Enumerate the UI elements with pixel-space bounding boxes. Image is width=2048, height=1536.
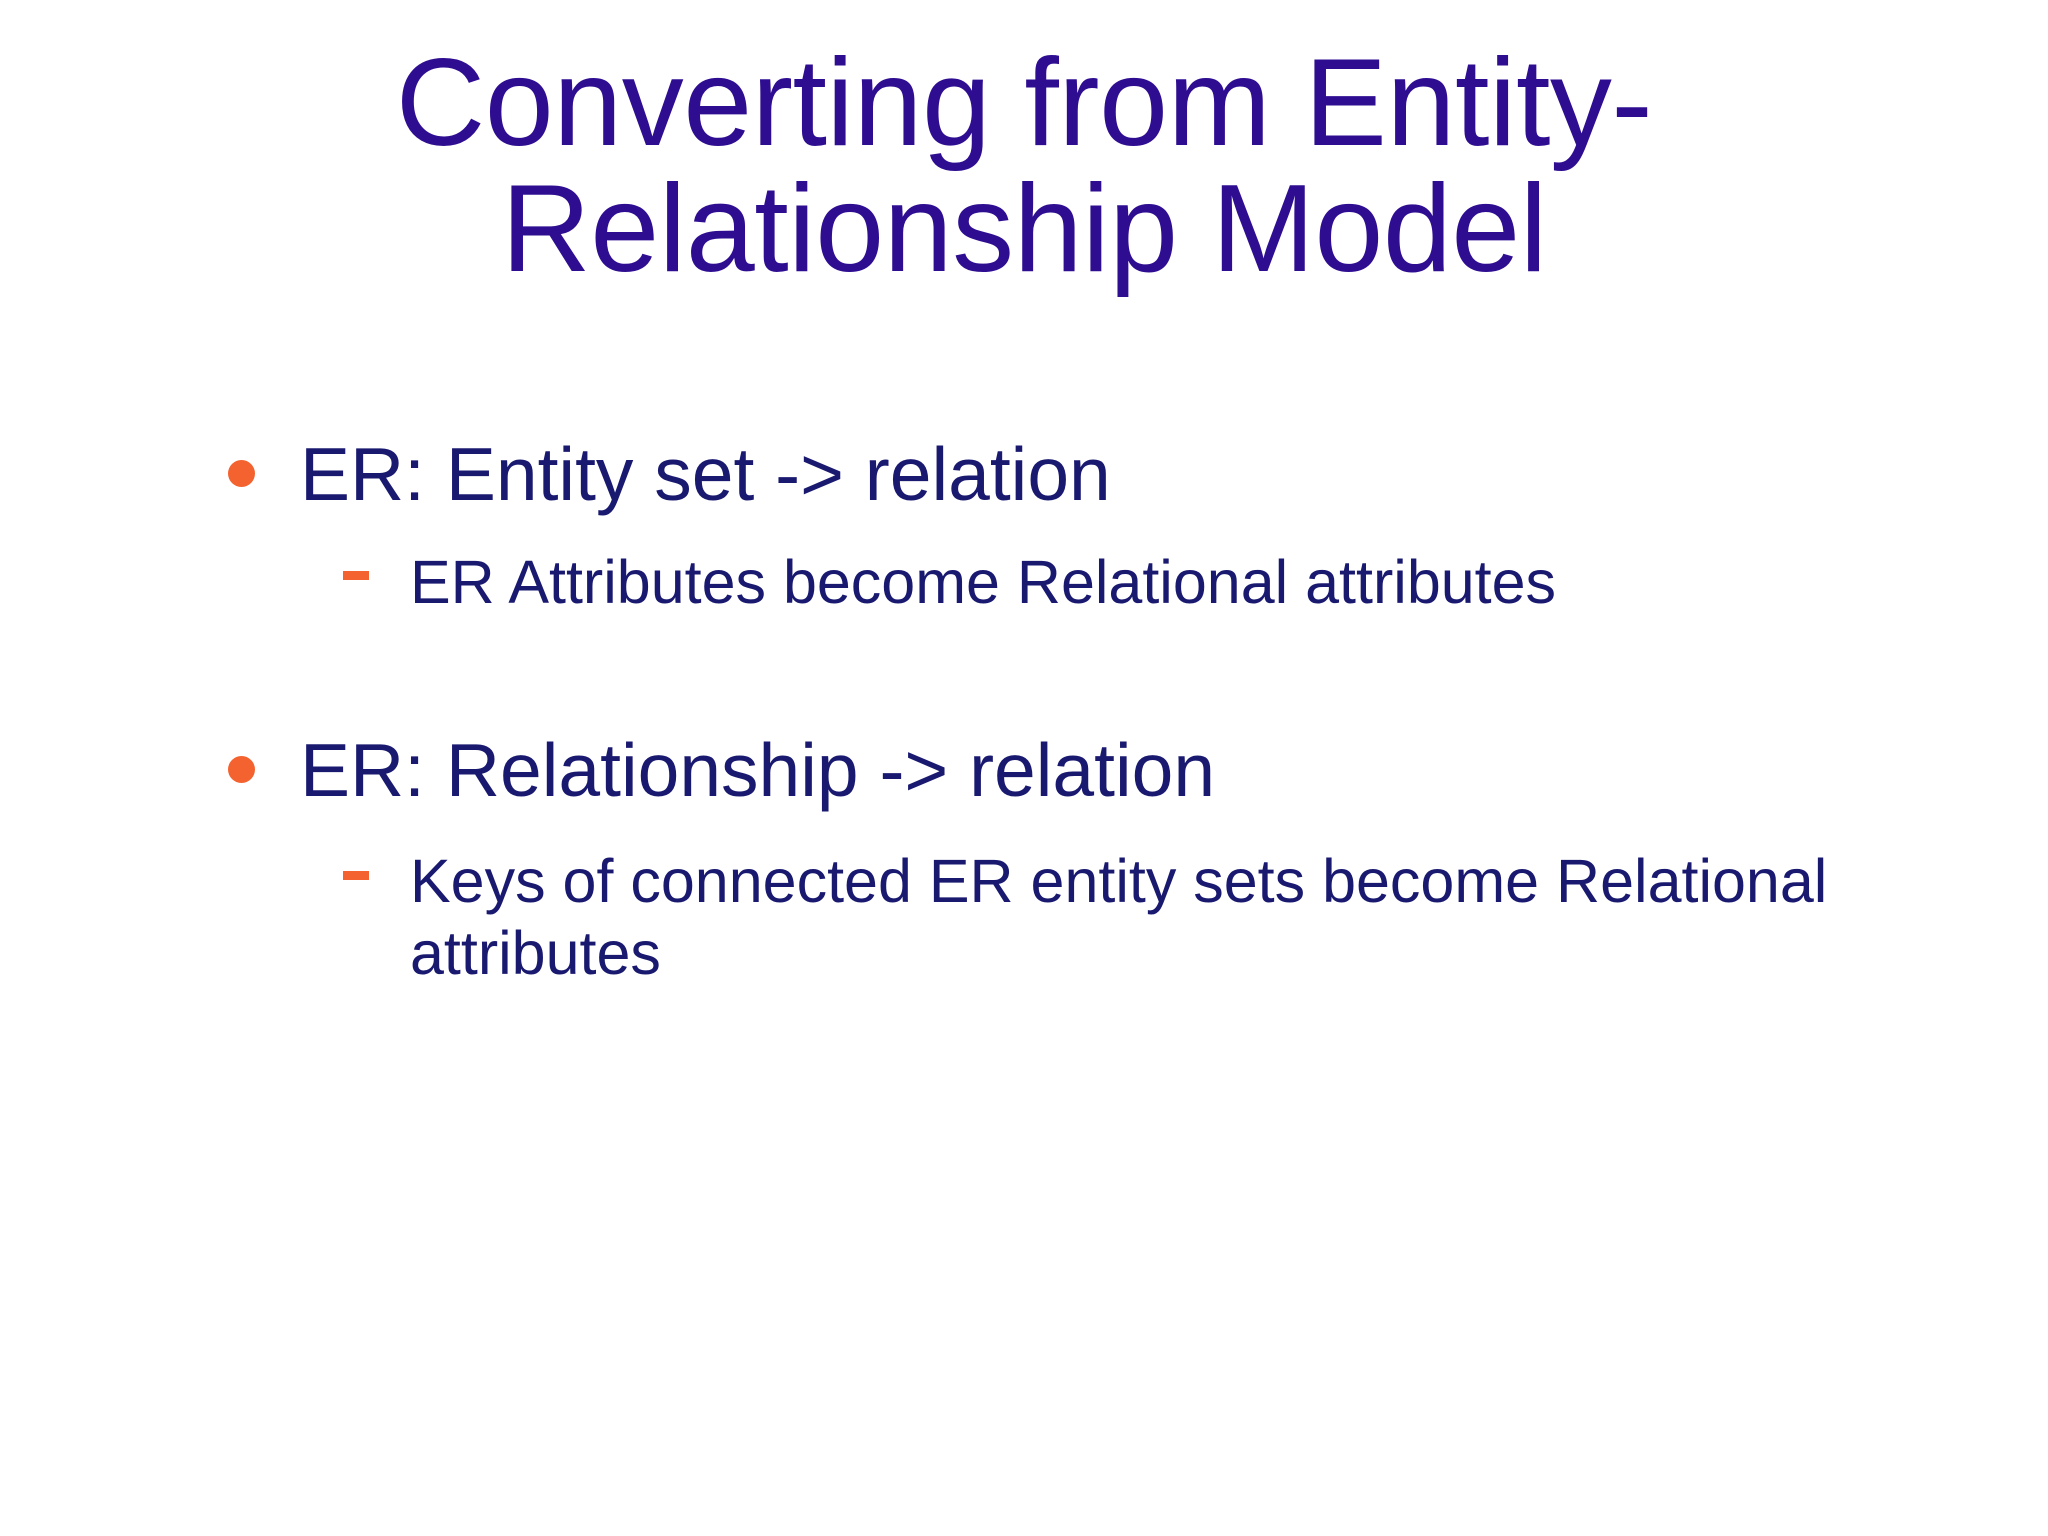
spacer xyxy=(0,519,2048,547)
list-item-label: ER: Relationship -> relation xyxy=(300,727,1216,812)
page-title: Converting from Entity- Relationship Mod… xyxy=(150,40,1898,293)
list-item-label: ER: Entity set -> relation xyxy=(300,432,1111,516)
round-bullet-icon xyxy=(228,755,255,783)
dash-bullet-icon xyxy=(343,870,369,880)
list-item: ER Attributes become Relational attribut… xyxy=(0,547,2048,618)
list-item: Keys of connected ER entity sets become … xyxy=(0,846,2048,989)
bullet-group-2: ER: Relationship -> relation Keys of con… xyxy=(0,726,2048,989)
slide-body: ER: Entity set -> relation ER Attributes… xyxy=(0,430,2048,989)
list-item: ER: Relationship -> relation xyxy=(0,726,2048,815)
list-item-label: ER Attributes become Relational attribut… xyxy=(410,547,1557,616)
page-title-line-2: Relationship Model xyxy=(501,160,1547,299)
page-title-line-1: Converting from Entity- xyxy=(395,34,1653,172)
spacer xyxy=(0,814,2048,846)
bullet-group-1: ER: Entity set -> relation ER Attributes… xyxy=(0,430,2048,618)
spacer xyxy=(0,618,2048,726)
list-item-label: Keys of connected ER entity sets become … xyxy=(410,847,1828,987)
round-bullet-icon xyxy=(228,460,255,487)
dash-bullet-icon xyxy=(343,570,369,580)
list-item: ER: Entity set -> relation xyxy=(0,430,2048,519)
